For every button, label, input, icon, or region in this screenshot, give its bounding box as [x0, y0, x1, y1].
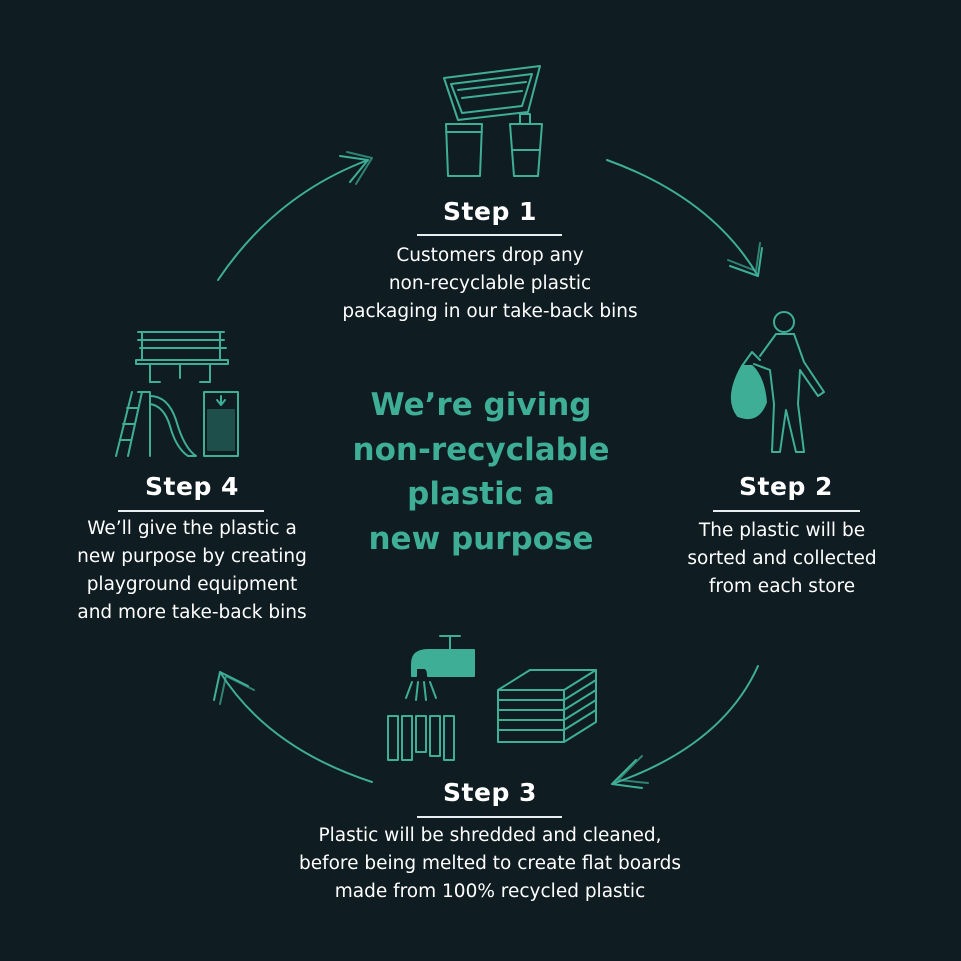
headline-line: We’re giving — [370, 387, 592, 423]
take-back-bin-icon — [203, 391, 239, 457]
step-1-title: Step 1 — [443, 197, 537, 226]
step-3-line: made from 100% recycled plastic — [334, 881, 646, 902]
step-3-line: before being melted to create flat board… — [298, 853, 682, 874]
step-4-line: We’ll give the plastic a — [87, 518, 297, 539]
step-3-description: Plastic will be shredded and cleaned, be… — [230, 822, 750, 906]
step-2-description: The plastic will be sorted and collected… — [642, 517, 922, 601]
step-2-title: Step 2 — [739, 472, 833, 501]
step-3-title: Step 3 — [443, 778, 537, 807]
step-4-line: playground equipment — [86, 574, 298, 595]
step-4-title: Step 4 — [145, 472, 239, 501]
arrow-step4-to-step1 — [217, 151, 373, 281]
step-2-line: The plastic will be — [698, 520, 866, 541]
person-carrying-bag-icon — [731, 311, 825, 453]
arrow-step2-to-step3 — [611, 665, 759, 789]
step-4-divider — [118, 510, 264, 512]
step-2-line: sorted and collected — [687, 548, 877, 569]
step-4-description: We’ll give the plastic a new purpose by … — [32, 515, 352, 627]
center-headline: We’re giving non-recyclable plastic a ne… — [330, 383, 632, 561]
cup-icon — [509, 113, 543, 177]
bench-icon — [135, 331, 229, 383]
board-stack-icon — [497, 669, 597, 743]
step-1-divider — [417, 234, 562, 236]
headline-line: new purpose — [368, 520, 594, 557]
arrow-step1-to-step2 — [606, 159, 763, 277]
pouch-icon — [445, 123, 483, 177]
headline-line: plastic a — [407, 476, 555, 512]
food-tray-icon — [443, 65, 541, 121]
step-3-line: Plastic will be shredded and cleaned, — [318, 825, 662, 846]
headline-line: non-recyclable — [352, 431, 610, 468]
tap-water-icon — [405, 635, 475, 701]
step-2-divider — [713, 510, 860, 512]
shredded-strips-icon — [387, 715, 455, 761]
step-1-line: non-recyclable plastic — [388, 273, 592, 294]
slide-icon — [115, 391, 197, 457]
step-4-line: new purpose by creating — [77, 546, 307, 567]
step-1-line: Customers drop any — [396, 245, 584, 266]
step-4-line: and more take-back bins — [77, 602, 307, 623]
step-1-description: Customers drop any non-recyclable plasti… — [290, 242, 690, 326]
step-2-line: from each store — [708, 576, 856, 597]
step-1-line: packaging in our take-back bins — [342, 301, 638, 322]
step-3-divider — [417, 816, 562, 818]
arrow-step3-to-step4 — [213, 671, 373, 783]
